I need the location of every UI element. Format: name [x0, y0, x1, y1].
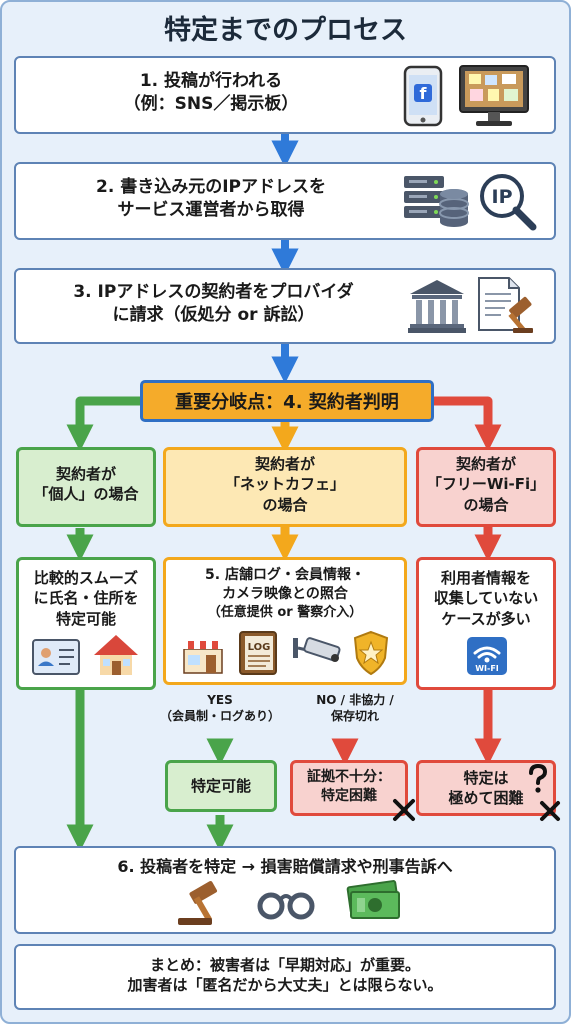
branch-point-label: 重要分岐点：4. 契約者判明: [140, 380, 434, 422]
netcafe-yes-result-box: 特定可能: [165, 760, 277, 812]
case-netcafe-line2: 「ネットカフェ」: [224, 475, 345, 494]
case-netcafe-line3: の場合: [262, 495, 308, 514]
individual-result-line1: 比較的スムーズ: [33, 569, 139, 587]
step-6-box: 6. 投稿者を特定 → 損害賠償請求や刑事告訴へ: [14, 846, 556, 934]
case-netcafe-box: 契約者が 「ネットカフェ」 の場合: [163, 447, 407, 527]
branch-point-text: 重要分岐点：4. 契約者判明: [175, 392, 399, 413]
legal-document-gavel-icon: [478, 277, 533, 333]
wifi-final-box: 特定は 極めて困難: [416, 760, 556, 816]
netcafe-check-line3: （任意提供 or 警察介入）: [207, 604, 363, 620]
wifi-final-line2: 極めて困難: [448, 789, 524, 808]
case-netcafe-text: 契約者が 「ネットカフェ」 の場合: [166, 454, 404, 515]
no-label: NO / 非協力 / 保存切れ: [292, 692, 418, 724]
step-2-line2: サービス運営者から取得: [117, 199, 305, 220]
wifi-final-text: 特定は 極めて困難: [419, 768, 553, 809]
step-6-text: 6. 投稿者を特定 → 損害賠償請求や刑事告訴へ: [117, 857, 453, 876]
ip-magnifier-icon: IP: [480, 174, 537, 231]
case-wifi-line1: 契約者が: [455, 455, 516, 473]
step-2-box: 2. 書き込み元のIPアドレスを サービス運営者から取得: [14, 162, 556, 240]
red-arrows: [331, 396, 502, 766]
wifi-text: WI-FI: [475, 664, 499, 673]
netcafe-no-result-box: 証拠不十分： 特定困難: [290, 760, 408, 816]
smartphone-facebook-icon: f: [403, 65, 443, 127]
summary-line1: まとめ：被害者は「早期対応」が重要。: [149, 956, 420, 974]
step-3-line1: 3. IPアドレスの契約者をプロバイダ: [73, 282, 354, 302]
case-individual-line1: 契約者が: [55, 465, 116, 483]
netcafe-no-result-line1: 証拠不十分：: [307, 769, 391, 785]
step-2-text: 2. 書き込み元のIPアドレスを サービス運営者から取得: [16, 176, 406, 222]
courthouse-icon: [408, 280, 466, 333]
step-2-line1: 2. 書き込み元のIPアドレスを: [96, 177, 326, 197]
netcafe-no-result-text: 証拠不十分： 特定困難: [293, 768, 405, 806]
wifi-result-text: 利用者情報を 収集していない ケースが多い: [419, 568, 553, 629]
wifi-final-line1: 特定は: [463, 769, 509, 787]
money-bills-icon: [346, 880, 400, 919]
step-1-line2: （例：SNS／掲示板）: [123, 93, 299, 114]
store-icon: [182, 641, 224, 674]
netcafe-check-text: 5. 店舗ログ・会員情報・ カメラ映像との照合 （任意提供 or 警察介入）: [166, 566, 404, 621]
step-3-text: 3. IPアドレスの契約者をプロバイダ に請求（仮処分 or 訴訟）: [16, 281, 411, 327]
police-badge-icon: [353, 630, 389, 676]
case-wifi-line3: の場合: [463, 495, 509, 514]
cross-mark-icon: [393, 799, 415, 821]
wifi-result-line1: 利用者情報を: [440, 569, 531, 587]
individual-result-text: 比較的スムーズ に氏名・住所を 特定可能: [19, 568, 153, 629]
yes-label: YES （会員制・ログあり）: [150, 692, 290, 724]
individual-result-line2: に氏名・住所を: [33, 589, 139, 608]
gavel-icon: [178, 881, 218, 925]
case-individual-line2: 「個人」の場合: [33, 485, 139, 504]
netcafe-yes-result-text: 特定可能: [190, 776, 251, 795]
case-individual-box: 契約者が 「個人」の場合: [16, 447, 156, 527]
wifi-result-line2: 収集していない: [433, 589, 539, 608]
step-1-text: 1. 投稿が行われる （例：SNS／掲示板）: [16, 70, 406, 116]
svg-text:f: f: [420, 84, 428, 103]
log-text: LOG: [248, 642, 271, 653]
ip-text: IP: [492, 186, 513, 208]
yes-label-line1: YES: [207, 693, 233, 707]
case-individual-text: 契約者が 「個人」の場合: [19, 464, 153, 505]
wifi-icon: WI-FI: [467, 637, 507, 675]
security-camera-icon: [293, 637, 341, 662]
individual-result-line3: 特定可能: [55, 609, 116, 628]
case-wifi-line2: 「フリーWi-Fi」: [426, 475, 546, 494]
netcafe-no-result-line2: 特定困難: [321, 787, 377, 804]
cross-mark-icon: [540, 801, 560, 821]
log-book-icon: LOG: [239, 631, 277, 675]
question-mark-icon: [529, 763, 548, 793]
yes-label-line2: （会員制・ログあり）: [159, 709, 280, 724]
step-3-line2: に請求（仮処分 or 訴訟）: [112, 304, 315, 325]
house-icon: [94, 635, 138, 675]
case-netcafe-line1: 契約者が: [254, 455, 315, 473]
server-database-icon: [404, 176, 469, 227]
bulletin-board-monitor-icon: [459, 65, 529, 126]
green-arrows: [66, 396, 234, 852]
wifi-result-box: 利用者情報を 収集していない ケースが多い: [416, 557, 556, 690]
step-1-line1: 1. 投稿が行われる: [139, 71, 283, 91]
id-card-icon: [32, 639, 80, 675]
page-title: 特定までのプロセス: [164, 15, 407, 46]
wifi-result-line3: ケースが多い: [441, 609, 531, 628]
step-3-box: 3. IPアドレスの契約者をプロバイダ に請求（仮処分 or 訴訟）: [14, 268, 556, 344]
handcuffs-icon: [257, 892, 315, 920]
summary-box: まとめ：被害者は「早期対応」が重要。 加害者は「匿名だから大丈夫」とは限らない。: [14, 944, 556, 1010]
case-wifi-text: 契約者が 「フリーWi-Fi」 の場合: [419, 454, 553, 515]
individual-result-box: 比較的スムーズ に氏名・住所を 特定可能: [16, 557, 156, 690]
summary-line2: 加害者は「匿名だから大丈夫」とは限らない。: [127, 976, 443, 995]
no-label-line2: 保存切れ: [330, 709, 379, 724]
netcafe-check-line2: カメラ映像との照合: [222, 585, 348, 602]
netcafe-check-line1: 5. 店舗ログ・会員情報・: [205, 567, 365, 583]
no-label-line1: NO / 非協力 /: [316, 693, 394, 707]
summary-text: まとめ：被害者は「早期対応」が重要。 加害者は「匿名だから大丈夫」とは限らない。: [16, 955, 554, 996]
case-wifi-box: 契約者が 「フリーWi-Fi」 の場合: [416, 447, 556, 527]
